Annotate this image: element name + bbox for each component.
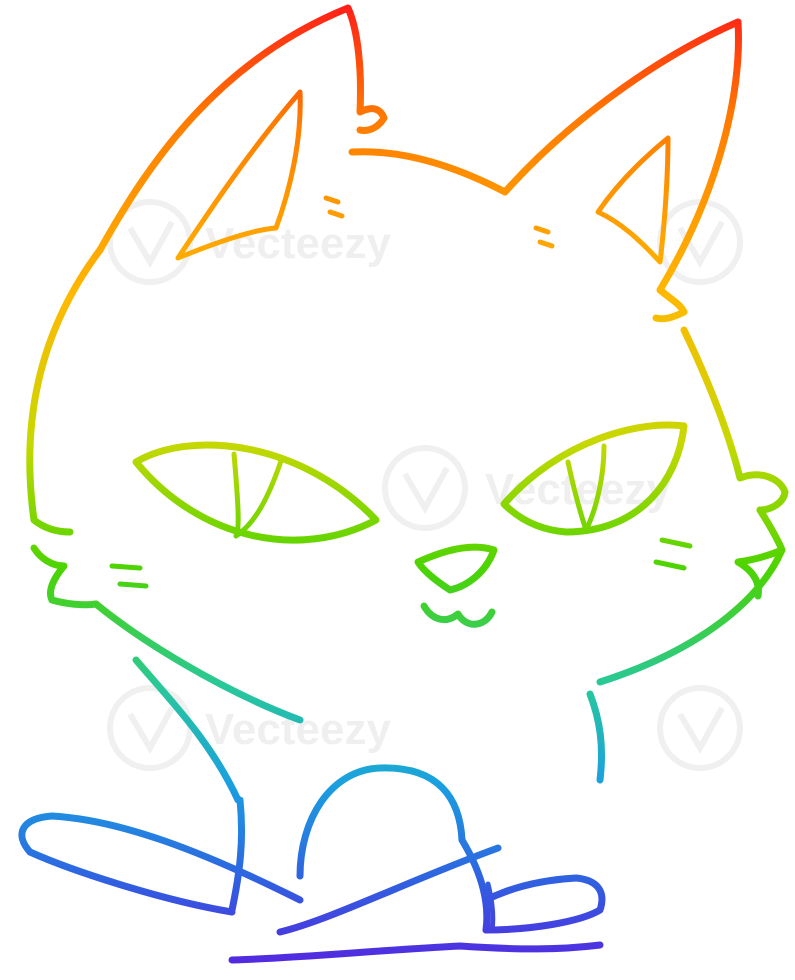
nose-and-mouth [414,543,498,628]
right-foot [482,874,606,934]
center-knee [296,764,466,880]
right-brow-mark-1 [533,225,551,235]
cat-head [26,4,789,724]
chin-outline [92,600,304,724]
left-cheek-tuft [30,544,100,609]
nose-icon [414,543,498,594]
watermark-logo-icon [107,685,193,771]
left-brow-mark-2 [327,209,345,219]
foot-crease [485,881,496,933]
right-brow-mark-2 [537,239,555,249]
cat-body [132,546,786,914]
bottom-line [228,941,604,964]
mouth-icon [420,602,496,628]
left-inner-ear [175,89,303,261]
whisker-marks [109,537,693,589]
right-arm-inner [586,690,605,784]
left-ear-outline [96,4,388,254]
watermark-layer: Vecteezy Vecteezy Vecteezy [107,199,743,771]
watermark-text: Vecteezy [205,705,391,754]
left-arm [132,656,242,804]
left-cheek-outline [26,246,104,536]
crossed-leg [276,844,502,936]
watermark-logo-icon [382,445,468,531]
watermark-text: Vecteezy [205,219,391,268]
left-eye-pupil [231,451,285,539]
right-arm [596,546,786,686]
inner-ears [175,89,671,265]
right-eye-pupil [565,443,607,533]
cat-eyes [132,421,688,544]
watermark-logo-icon [657,685,743,771]
left-eye-outline [132,441,380,544]
right-ear-outline [652,18,742,323]
right-cheek-tuft [734,506,786,600]
belly-left [228,796,246,914]
right-eye-outline [500,421,688,536]
head-top-outline [348,18,742,196]
right-cheek-outline [680,326,789,514]
left-brow-mark-1 [323,195,341,205]
left-foot [18,812,304,916]
right-inner-ear [595,135,671,265]
cat-legs [18,764,606,964]
right-leg [458,836,491,934]
